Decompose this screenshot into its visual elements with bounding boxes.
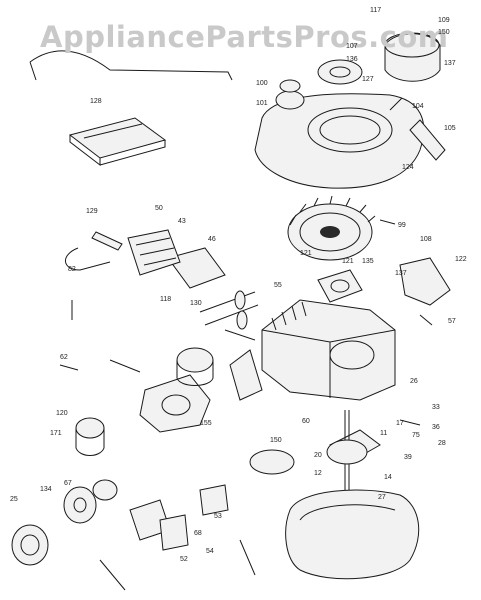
callout: 150 <box>438 29 450 36</box>
starter-cup <box>11 524 49 566</box>
starter-clutch <box>384 32 441 82</box>
valve-spring <box>234 290 246 310</box>
cam-gear <box>249 449 295 475</box>
callout: 120 <box>56 410 68 417</box>
callout: 121 <box>342 258 354 265</box>
callout: 155 <box>200 420 212 427</box>
callout: 57 <box>448 318 456 325</box>
control-lever <box>99 539 256 591</box>
callout: 137 <box>444 60 456 67</box>
blower-screen <box>159 514 189 551</box>
starter-handle <box>409 119 446 161</box>
callout: 43 <box>178 218 186 225</box>
gasket-plate <box>199 484 229 516</box>
fuel-tank <box>75 417 105 456</box>
cylinder-head <box>127 229 181 276</box>
piston <box>176 347 214 386</box>
callout: 109 <box>438 17 450 24</box>
callout: 62 <box>60 354 68 361</box>
callout: 99 <box>398 222 406 229</box>
callout: 36 <box>432 424 440 431</box>
callout: 118 <box>160 296 172 303</box>
callout: 75 <box>412 432 420 439</box>
callout: 33 <box>432 404 440 411</box>
callout: 101 <box>256 100 268 107</box>
callout: 124 <box>402 164 414 171</box>
blower-housing <box>254 79 425 189</box>
oil-sump <box>285 489 420 580</box>
callout: 100 <box>256 80 268 87</box>
callout: 108 <box>420 236 432 243</box>
callout: 68 <box>194 530 202 537</box>
callout: 171 <box>50 430 62 437</box>
callout: 27 <box>378 494 386 501</box>
callout: 122 <box>455 256 467 263</box>
callout: 150 <box>270 437 282 444</box>
callout: 25 <box>10 496 18 503</box>
callout: 26 <box>410 378 418 385</box>
callout: 55 <box>274 282 282 289</box>
starter-rope-line <box>29 50 233 81</box>
callout: 127 <box>362 76 374 83</box>
valve <box>199 291 259 326</box>
callout: 67 <box>64 480 72 487</box>
callout: 121 <box>300 250 312 257</box>
callout: 20 <box>314 452 322 459</box>
flywheel <box>287 195 376 261</box>
callout: 54 <box>206 548 214 555</box>
air-filter-element <box>68 117 167 167</box>
callout: 52 <box>180 556 188 563</box>
fuel-line <box>65 247 111 271</box>
callout: 104 <box>412 103 424 110</box>
ignition-coil <box>317 269 363 303</box>
callout: 39 <box>404 454 412 461</box>
callout: 107 <box>346 43 358 50</box>
engine-block <box>261 299 396 401</box>
connecting-rod <box>229 349 263 401</box>
linkage-rod <box>109 329 256 373</box>
head-gasket <box>167 247 226 289</box>
bolts <box>59 97 433 426</box>
starter-gear <box>317 59 363 85</box>
callout: 135 <box>362 258 374 265</box>
callout: 128 <box>90 98 102 105</box>
fuel-pump <box>63 479 118 524</box>
callout: 53 <box>214 513 222 520</box>
callout: 14 <box>384 474 392 481</box>
callout: 129 <box>86 208 98 215</box>
callout: 137 <box>395 270 407 277</box>
callout: 11 <box>380 430 388 437</box>
callout: 134 <box>40 486 52 493</box>
callout: 117 <box>370 7 382 14</box>
callout: 136 <box>346 56 358 63</box>
callout: 50 <box>155 205 163 212</box>
spark-plug <box>91 231 123 251</box>
callout: 28 <box>438 440 446 447</box>
callout: 105 <box>444 125 456 132</box>
callout: 17 <box>396 420 404 427</box>
carburetor <box>139 374 211 433</box>
callout: 82 <box>68 266 76 273</box>
callout: 46 <box>208 236 216 243</box>
callout: 12 <box>314 470 322 477</box>
callout: 60 <box>302 418 310 425</box>
heat-shield <box>399 257 451 306</box>
callout: 130 <box>190 300 202 307</box>
